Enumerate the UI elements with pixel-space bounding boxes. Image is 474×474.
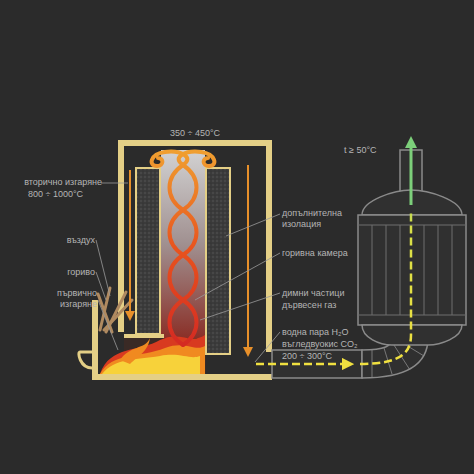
leader-line [98,300,118,350]
callout-label: допълнителна изолация [282,208,350,230]
flame [120,338,150,364]
flame [102,355,200,374]
leader-line [101,183,128,184]
flame [100,345,205,374]
flow-arrow [247,165,249,352]
stove-wall [92,140,272,380]
callout-label: водна пара H₂O [282,327,372,338]
callout-label: 800 ÷ 1000°C [28,189,108,200]
leader-line [96,240,110,296]
callout-label: вторично изгаряне [12,177,102,188]
leader-line [255,332,280,362]
tunnel-ceiling [124,334,164,338]
callout-label: въздух [35,235,95,246]
flow-arrow [360,212,411,364]
callout-label: въгледвуокис CO₂ [282,339,372,350]
flow-arrow [129,170,131,316]
callout-label: димни частици [282,288,372,299]
exhaust-arrow [410,142,413,205]
gas-helix [170,152,215,345]
firewood [98,294,112,332]
leader-line [96,272,106,300]
leader-lines [96,183,280,362]
insulation [206,168,230,354]
firewood [98,288,132,332]
callout-label: гориво [35,267,95,278]
leader-line [195,253,280,300]
callout-label: 200 ÷ 300°C [282,351,372,362]
stove-ledge [79,352,92,368]
flow-arrow [256,363,348,366]
insulation [136,168,160,334]
callout-label: дървесен газ [282,300,372,311]
heat-riser [161,150,205,338]
callout-label: първично изгаряне [51,288,97,310]
leader-line [200,293,280,320]
callout-label: горивна камера [282,248,372,259]
callout-label: t ≥ 50°C [344,145,404,156]
leader-line [226,214,280,236]
callout-label: 350 ÷ 450°C [155,128,235,139]
